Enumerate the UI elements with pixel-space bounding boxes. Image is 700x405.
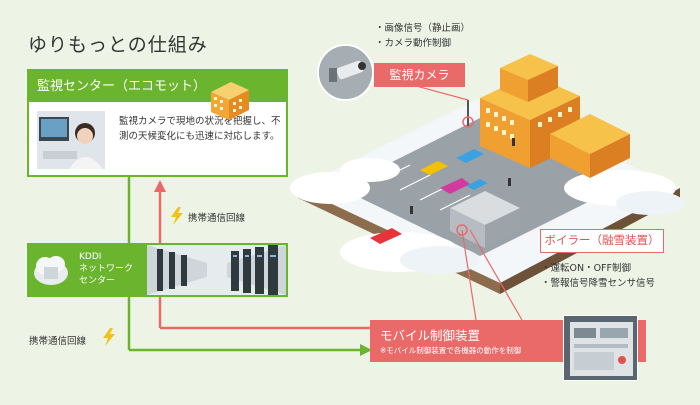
camera-bullet-1: ・画像信号（静止画） (375, 23, 471, 34)
kddi-label-line2: ネットワーク (79, 264, 134, 274)
red-arrowhead (154, 180, 166, 192)
mobile-controller-note: ※モバイル制御装置で各機器の動作を制御 (380, 346, 522, 355)
monitoring-center-panel: 監視センター（エコモット） 監視カメラで現地の状況を把握し、不測の天候変化にも迅… (27, 69, 288, 177)
carrier-line-label-lower: 携帯通信回線 (29, 336, 87, 347)
lightning-icon (171, 207, 183, 225)
camera-bullet-2: ・カメラ動作制御 (375, 38, 452, 49)
lightning-icon (103, 328, 115, 346)
kddi-label-line3: センター (79, 276, 116, 286)
surveillance-camera-photo (317, 44, 374, 101)
boiler-bullet-1: ・運転ON・OFF制御 (541, 263, 631, 274)
control-device-photo (563, 315, 638, 381)
carrier-line-label-upper: 携帯通信回線 (188, 213, 246, 224)
page-title: ゆりもっとの仕組み (28, 34, 208, 56)
monitoring-center-description: 監視カメラで現地の状況を把握し、不測の天候変化にも迅速に対応します。 (119, 116, 281, 142)
kddi-network-center-panel: KDDI ネットワーク センター (27, 243, 288, 297)
kddi-label-line1: KDDI (79, 252, 102, 262)
mobile-controller-title: モバイル制御装置 (380, 328, 481, 343)
server-room-photo (147, 245, 286, 295)
operator-photo (37, 111, 105, 169)
camera-label: 監視カメラ (374, 63, 465, 87)
boiler-bullets: ・運転ON・OFF制御 ・警報信号降雪センサ信号 (541, 261, 655, 291)
kddi-label: KDDI ネットワーク センター (79, 251, 149, 287)
camera-bullets: ・画像信号（静止画） ・カメラ動作制御 (375, 21, 470, 51)
boiler-label: ボイラー（融雪装置） (540, 229, 664, 253)
green-arrowhead (360, 344, 372, 356)
cloud-icon (34, 256, 68, 285)
boiler-bullet-2: ・警報信号降雪センサ信号 (541, 278, 656, 289)
office-building-icon (211, 82, 249, 120)
